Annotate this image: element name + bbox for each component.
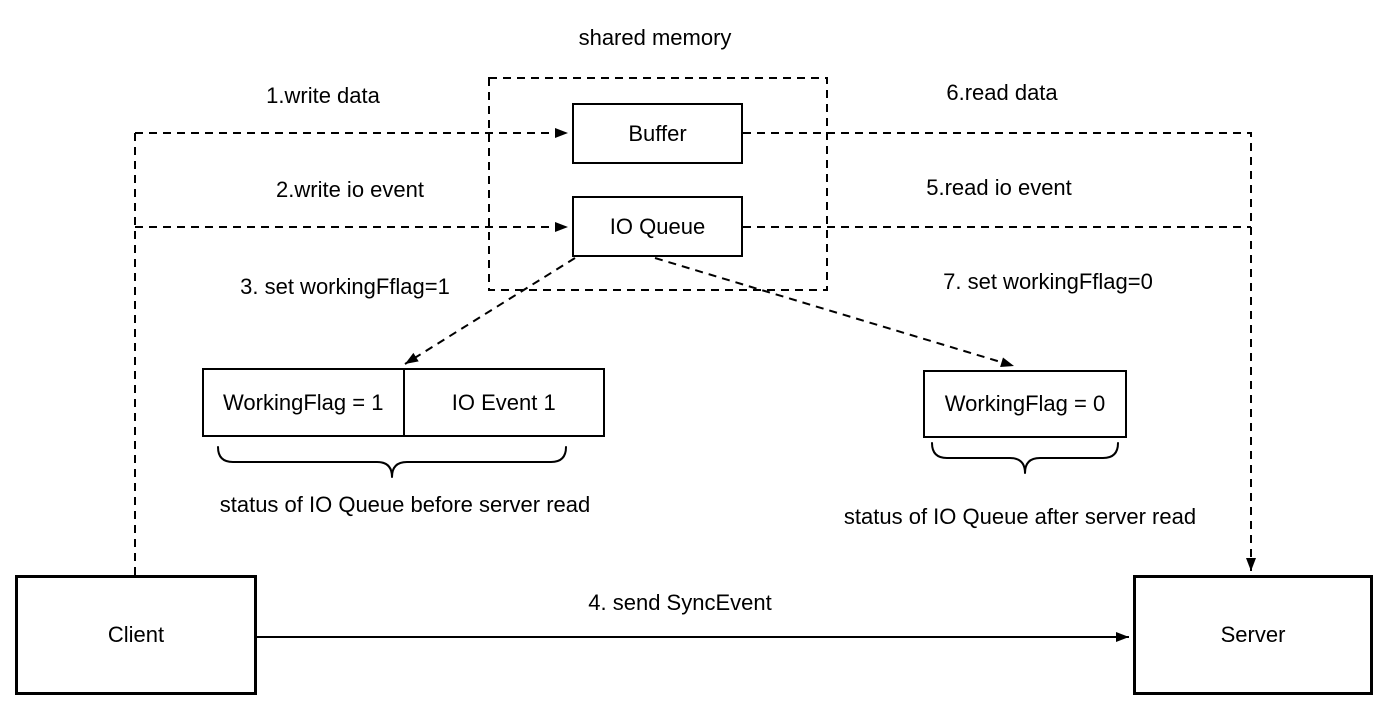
buffer-box: Buffer	[572, 103, 743, 164]
step-3-set-workingflag-1-label: 3. set workingFflag=1	[240, 274, 450, 299]
shared-memory-dashed-container	[488, 77, 828, 291]
io-queue-box: IO Queue	[572, 196, 743, 257]
before-brace	[217, 446, 567, 478]
step-1-write-data-label: 1.write data	[266, 83, 380, 108]
server-box: Server	[1133, 575, 1373, 695]
shared-memory-title: shared memory	[578, 25, 732, 50]
client-label: Client	[107, 622, 165, 647]
after-brace	[931, 442, 1119, 474]
workingflag-0-label: WorkingFlag = 0	[944, 391, 1106, 416]
step-5-read-io-event-label: 5.read io event	[926, 175, 1072, 200]
set-workingflag-0-arrow	[654, 257, 1015, 368]
step-6-read-data-label: 6.read data	[946, 80, 1058, 105]
workingflag-1-cell: WorkingFlag = 1	[204, 370, 405, 435]
client-box: Client	[15, 575, 257, 695]
io-queue-before-box: WorkingFlag = 1 IO Event 1	[202, 368, 605, 437]
workingflag-1-label: WorkingFlag = 1	[223, 389, 384, 415]
after-caption: status of IO Queue after server read	[843, 504, 1197, 529]
server-label: Server	[1220, 622, 1286, 647]
read-data-arrow	[743, 132, 1256, 571]
set-workingflag-1-arrow	[404, 257, 576, 365]
io-event-1-label: IO Event 1	[451, 389, 556, 415]
io-queue-after-box: WorkingFlag = 0	[923, 370, 1127, 438]
io-event-1-cell: IO Event 1	[405, 370, 604, 435]
before-caption: status of IO Queue before server read	[219, 492, 591, 517]
buffer-label: Buffer	[628, 120, 687, 146]
step-2-write-io-event-label: 2.write io event	[276, 177, 424, 202]
io-queue-label: IO Queue	[609, 213, 706, 239]
step-4-send-syncevent-label: 4. send SyncEvent	[588, 590, 772, 615]
step-7-set-workingflag-0-label: 7. set workingFflag=0	[943, 269, 1153, 294]
